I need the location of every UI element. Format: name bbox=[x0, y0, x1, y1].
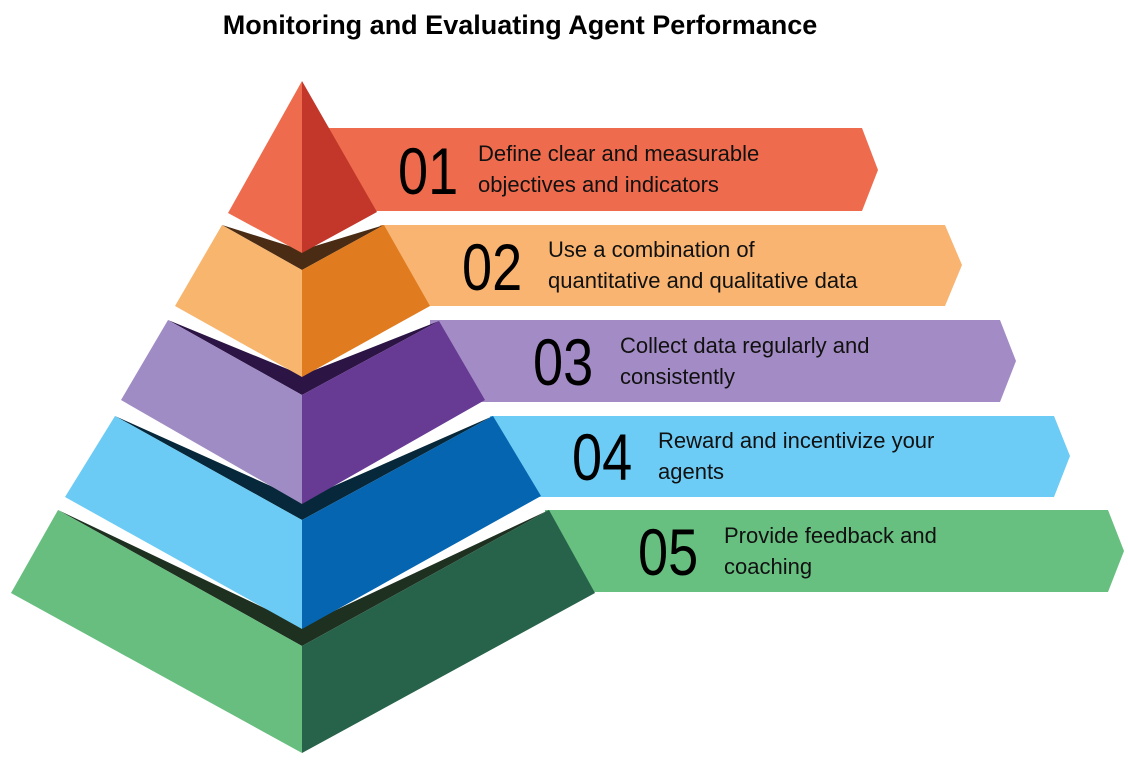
pyramid-tier-5 bbox=[11, 510, 595, 753]
banner-03 bbox=[430, 320, 1016, 402]
step-number-01: 01 bbox=[398, 134, 459, 208]
banner-02 bbox=[380, 225, 962, 306]
step-number-03: 03 bbox=[533, 325, 594, 399]
step-number-04: 04 bbox=[572, 420, 633, 494]
banner-01 bbox=[320, 128, 878, 211]
step-number-05: 05 bbox=[638, 515, 699, 589]
banner-05 bbox=[545, 510, 1124, 592]
step-number-02: 02 bbox=[462, 230, 523, 304]
diagram-title: Monitoring and Evaluating Agent Performa… bbox=[222, 10, 818, 40]
pyramid-tier-3 bbox=[121, 320, 485, 504]
banner-04 bbox=[490, 416, 1070, 497]
pyramid-tier-2 bbox=[175, 225, 430, 377]
pyramid-tier-1 bbox=[228, 81, 377, 253]
